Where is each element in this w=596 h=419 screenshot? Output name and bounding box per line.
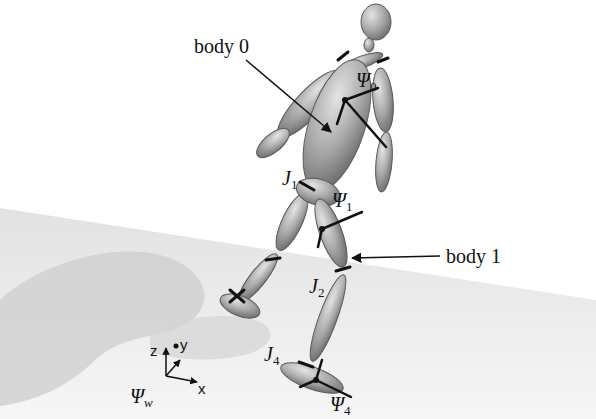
head-segment	[361, 4, 391, 40]
frame-axis	[316, 360, 322, 380]
foot-segment	[217, 289, 263, 323]
frame-axis	[337, 100, 345, 124]
part-name: body 0	[194, 36, 249, 56]
frame-origin	[174, 344, 179, 349]
joint-marker	[378, 58, 388, 62]
world-axis	[165, 348, 167, 376]
thigh-segment	[308, 195, 353, 270]
joint-marker	[230, 290, 244, 302]
world-axis	[166, 360, 180, 376]
leader-line	[246, 60, 331, 132]
shin-segment	[304, 272, 352, 365]
axis-name: y	[180, 337, 188, 352]
joint-name: J1	[282, 168, 297, 188]
frame-origin	[313, 377, 319, 383]
frame-axis	[345, 100, 386, 147]
part-name: body 1	[446, 246, 501, 266]
joint-marker	[266, 258, 280, 260]
joint-name: J2	[309, 276, 324, 296]
leader-line	[352, 256, 440, 258]
shadow	[150, 316, 270, 359]
frame-name: Ψ0	[356, 70, 377, 90]
frame-origin	[342, 97, 348, 103]
ground-plane	[0, 208, 596, 419]
frame-axis	[322, 212, 362, 229]
joint-marker	[338, 52, 348, 60]
neck-segment	[364, 38, 374, 52]
frame-name: Ψ1	[332, 190, 353, 210]
frame-origin	[319, 226, 325, 232]
frame-name: Ψ4	[330, 394, 351, 414]
forearm-segment	[373, 131, 394, 192]
joint-marker	[299, 362, 313, 367]
joint-name: J4	[264, 344, 279, 364]
torso-segment	[289, 52, 384, 199]
joint-marker	[336, 267, 350, 271]
frame-name: Ψw	[130, 386, 153, 406]
joint-marker	[300, 182, 314, 190]
joint-marker	[230, 290, 244, 302]
forearm-segment	[252, 123, 294, 163]
axis-name: x	[198, 381, 206, 396]
axis-name: z	[150, 343, 158, 358]
world-axis	[166, 376, 197, 382]
upper-arm-segment	[370, 67, 396, 132]
